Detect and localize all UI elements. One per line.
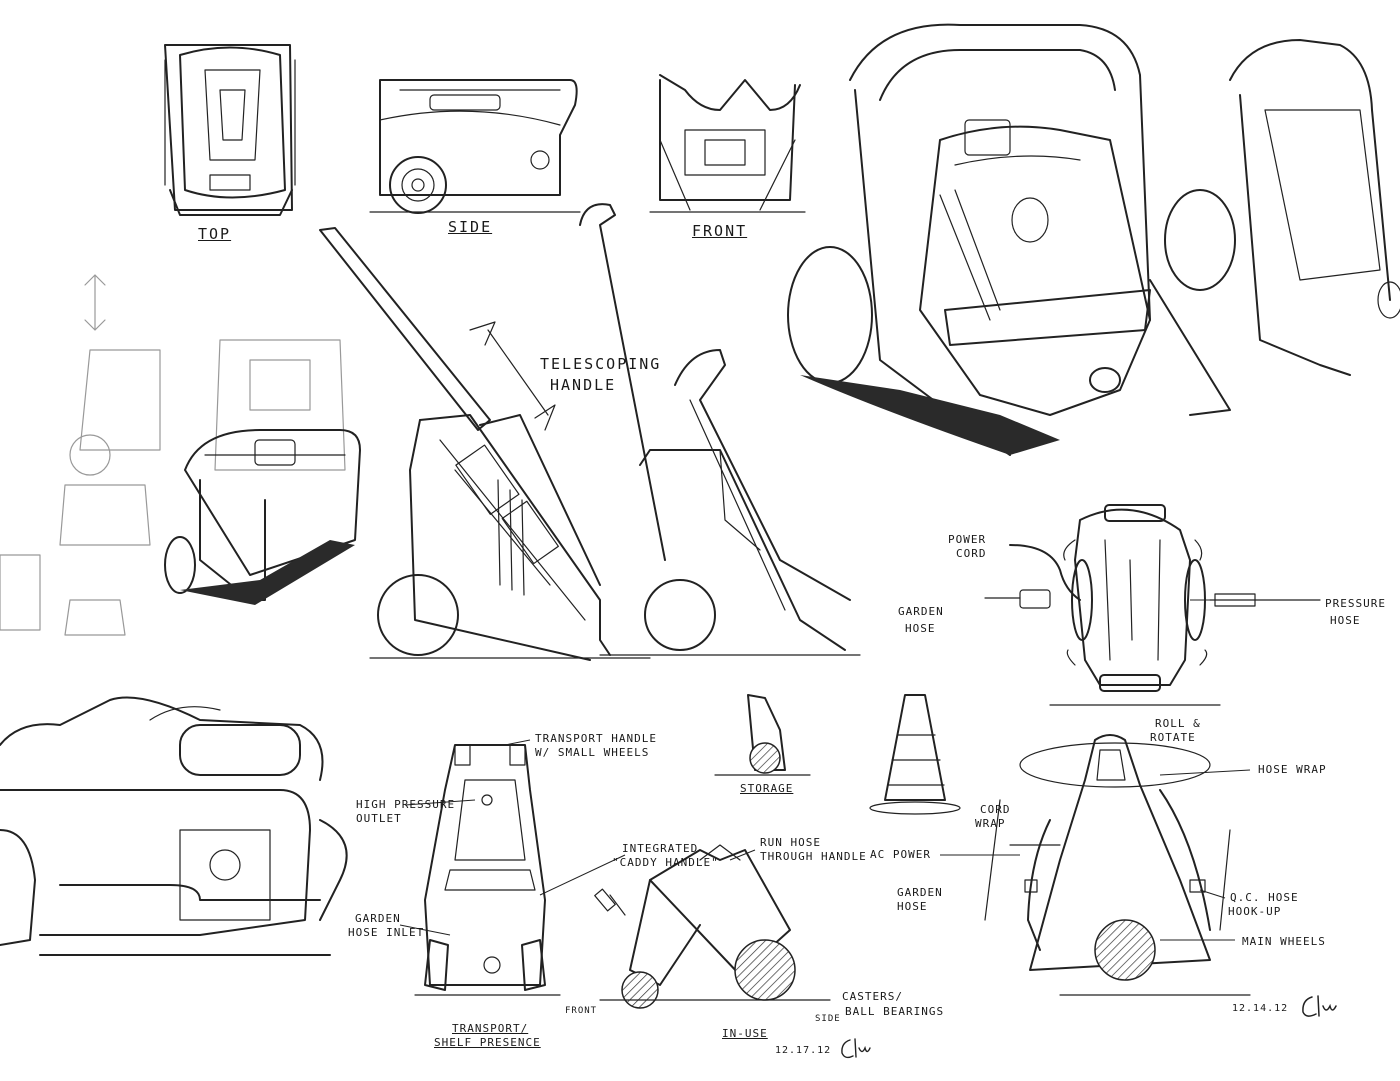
transport-shelf-sketch	[414, 744, 561, 996]
main-perspective-sketch	[787, 23, 1231, 456]
label-telescoping: Telescoping	[540, 355, 662, 373]
label-casters: Casters/	[842, 990, 903, 1003]
label-transport-shelf-b: Shelf Presence	[434, 1036, 541, 1049]
date-label-2: 12.17.12	[775, 1045, 832, 1056]
label-transport-handle: Transport Handle	[535, 732, 657, 745]
label-garden-hose-1a: Garden	[898, 605, 944, 618]
label-rotate: Rotate	[1150, 731, 1196, 744]
right-edge-perspective-sketch	[1164, 39, 1400, 376]
label-garden-hose-2b: Hose	[897, 900, 928, 913]
label-through-handle: Through Handle	[760, 850, 867, 863]
top-view-sketch	[164, 44, 296, 216]
label-hook-up: Hook-Up	[1228, 905, 1282, 918]
side-view-sketch	[369, 79, 581, 214]
storage-sketch	[714, 694, 811, 776]
label-garden-hose-1b: Hose	[905, 622, 936, 635]
label-integrated: Integrated	[622, 842, 699, 855]
label-transport-shelf-a: Transport/	[452, 1022, 529, 1035]
label-handle: Handle	[550, 376, 617, 394]
cone-sketch	[869, 694, 961, 815]
label-roll: Roll &	[1155, 717, 1201, 730]
in-use-sketch	[594, 844, 831, 1009]
label-side-small: Side	[815, 1014, 841, 1024]
label-caddy: "Caddy Handle"	[612, 856, 719, 869]
label-power: Power	[948, 533, 987, 546]
hose-reel-sketch	[984, 504, 1321, 706]
label-garden-hose-2a: Garden	[897, 886, 943, 899]
view-label-front: Front	[692, 222, 748, 240]
label-high-pressure: High Pressure	[356, 798, 456, 811]
faint-background-sketches	[0, 274, 346, 636]
signature-1	[1302, 995, 1337, 1017]
label-pressure: Pressure	[1325, 597, 1386, 610]
date-label-1: 12.14.12	[1232, 1003, 1289, 1014]
label-in-use: In-Use	[722, 1027, 768, 1040]
label-pressure-hose: Hose	[1330, 614, 1361, 627]
view-label-side: Side	[448, 218, 493, 236]
view-label-top: Top	[198, 225, 232, 243]
hose-wrap-sketch	[984, 734, 1251, 996]
label-outlet: Outlet	[356, 812, 402, 825]
label-main-wheels: Main Wheels	[1242, 935, 1326, 948]
label-cord-wrap-a: Cord	[980, 803, 1011, 816]
leader-lines	[399, 599, 1251, 941]
bottom-left-sketch	[0, 696, 348, 956]
label-qc-hose: Q.C. Hose	[1230, 891, 1299, 904]
label-small-wheels: w/ Small Wheels	[535, 746, 650, 759]
label-cord-wrap-b: Wrap	[975, 817, 1006, 830]
label-garden-inlet-b: Hose Inlet	[348, 926, 425, 939]
label-ac-power: AC Power	[870, 848, 931, 861]
label-cord: Cord	[956, 547, 987, 560]
label-ball-bearings: Ball Bearings	[845, 1005, 945, 1018]
perspective-sketch-small	[164, 429, 361, 605]
caddy-handle-sketch	[579, 203, 861, 656]
label-front-small: Front	[565, 1006, 598, 1016]
label-hose-wrap: Hose Wrap	[1258, 763, 1327, 776]
front-view-sketch	[649, 74, 806, 213]
signature-2	[841, 1038, 871, 1059]
label-run-hose: Run Hose	[760, 836, 821, 849]
label-garden-inlet-a: Garden	[355, 912, 401, 925]
label-storage: Storage	[740, 782, 794, 795]
telescoping-handle-sketch	[319, 227, 651, 661]
